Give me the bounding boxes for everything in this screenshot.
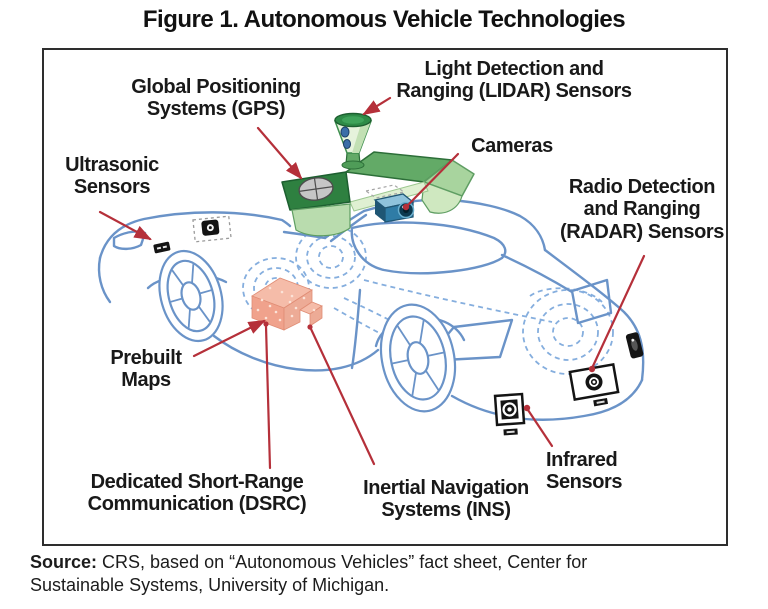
leader-lines <box>98 96 646 470</box>
prebuilt-maps-block <box>251 277 323 331</box>
label-radar: Radio Detection and Ranging (RADAR) Sens… <box>559 176 725 243</box>
label-ultrasonic: Ultrasonic Sensors <box>65 154 159 199</box>
hood-sensor <box>192 215 232 243</box>
label-lidar: Light Detection and Ranging (LIDAR) Sens… <box>396 58 632 103</box>
label-gps: Global Positioning Systems (GPS) <box>131 76 301 121</box>
leader-infrared <box>526 408 554 448</box>
leader-radar <box>591 254 646 368</box>
leader-dsrc <box>264 324 272 470</box>
front-wheel <box>158 249 224 343</box>
leader-ins <box>309 327 376 466</box>
leader-lidar <box>362 96 392 116</box>
figure-title: Figure 1. Autonomous Vehicle Technologie… <box>142 6 626 33</box>
rear-light <box>625 332 644 359</box>
label-cameras: Cameras <box>471 135 553 157</box>
leader-prebuilt-maps <box>192 319 266 358</box>
leader-ultrasonic <box>98 210 152 241</box>
source-text: CRS, based on “Autonomous Vehicles” fact… <box>30 552 588 596</box>
label-ins: Inertial Navigation Systems (INS) <box>363 477 529 522</box>
radar-sensor <box>568 362 620 407</box>
source-note: Source: CRS, based on “Autonomous Vehicl… <box>30 551 736 598</box>
label-infrared: Infrared Sensors <box>546 449 623 494</box>
label-dsrc: Dedicated Short-Range Communication (DSR… <box>87 471 307 516</box>
label-prebuilt-maps: Prebuilt Maps <box>110 347 182 392</box>
leader-gps <box>256 126 303 180</box>
gps-dome <box>298 177 334 201</box>
car-illustration <box>97 96 646 470</box>
diagram-panel: Global Positioning Systems (GPS) Light D… <box>42 48 728 546</box>
infrared-sensor <box>493 392 526 436</box>
source-prefix: Source: <box>30 552 98 572</box>
ultrasonic-sensor <box>153 241 171 254</box>
lidar-unit <box>333 112 373 170</box>
leader-cameras <box>406 152 460 207</box>
rear-wheel <box>379 303 457 413</box>
